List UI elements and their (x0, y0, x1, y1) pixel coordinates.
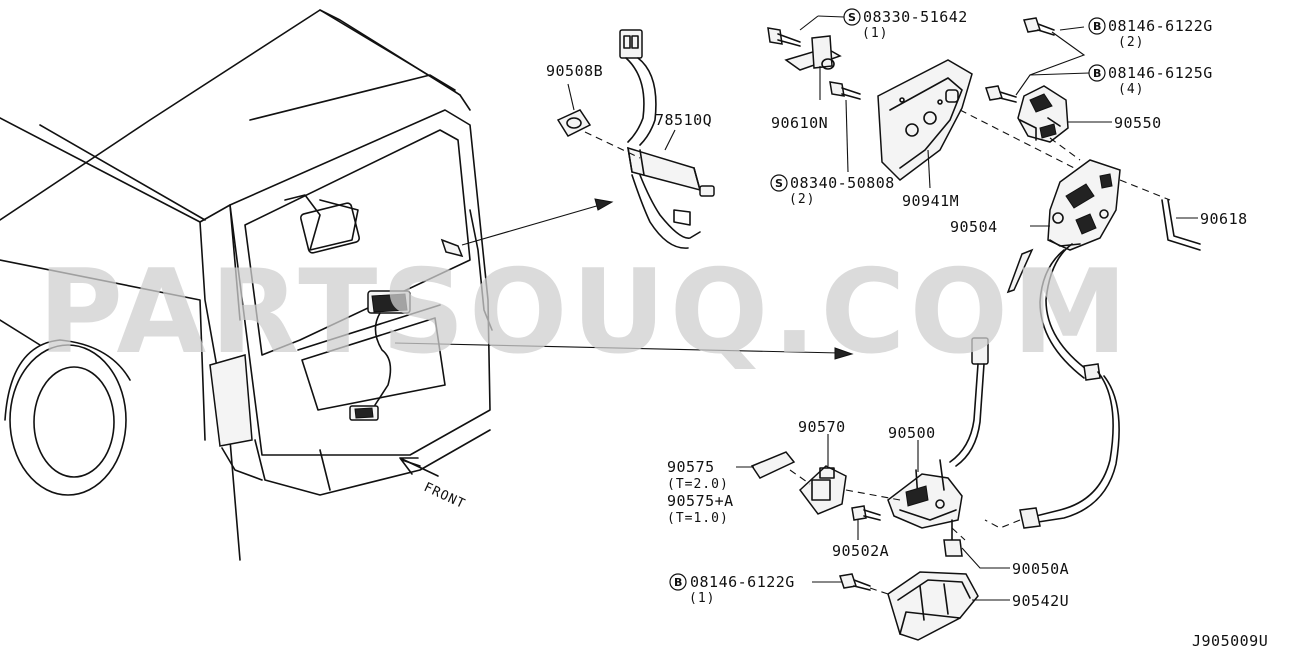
callout-bolt-b5: B 08146-6122G (1) (669, 573, 842, 606)
callout-bolt-b2: B 08146-6122G (2) (1088, 17, 1213, 50)
bolt-08146-6122G-bottom (839, 573, 871, 591)
handle-90500 (887, 459, 963, 529)
bolt-b5-number: 08146-6122G (690, 573, 795, 591)
latch-90504 (1006, 159, 1121, 294)
grommet-90508B (556, 109, 641, 159)
centerline-motor (1049, 137, 1081, 161)
callout-bolt-b4: S 08340-50808 (2) (770, 174, 895, 207)
callout-bolt-b3: B 08146-6125G (4) (1029, 64, 1213, 97)
label-90575A-thickness: (T=1.0) (667, 511, 729, 526)
bolt-b5-qty: (1) (689, 591, 715, 606)
bolt-b3-qty: (4) (1118, 82, 1144, 97)
diagram-code: J905009U (1192, 632, 1268, 650)
label-90504: 90504 (950, 218, 998, 236)
bolt-b2-qty: (2) (1118, 35, 1144, 50)
label-90618: 90618 (1200, 210, 1248, 228)
bolt-90502A (851, 505, 881, 521)
centerline-rod (1119, 179, 1171, 201)
label-90550: 90550 (1114, 114, 1162, 132)
front-label: FRONT (421, 480, 467, 512)
leader-08330 (799, 15, 819, 31)
bolt-08146-6125G (985, 85, 1017, 103)
leader-b2 (1059, 26, 1085, 31)
bolt-b5-prefix: B (674, 576, 682, 589)
bolt-b4-qty: (2) (789, 192, 815, 207)
bracket-90610N (784, 35, 842, 71)
front-direction-indicator: FRONT (399, 457, 468, 512)
bolt-b3-number: 08146-6125G (1108, 64, 1213, 82)
leader-b2-b3 (1015, 31, 1086, 96)
bolt-08340-50808 (829, 81, 861, 100)
bolt-b3-prefix: B (1093, 67, 1101, 80)
bolt-b4-prefix: S (775, 177, 783, 190)
leader-90508B (567, 83, 575, 111)
bolt-b2-number: 08146-6122G (1108, 17, 1213, 35)
leader-78510Q (664, 129, 676, 151)
bolt-b1-number: 08330-51642 (863, 8, 968, 26)
watermark: PARTSOUQ.COM (38, 245, 1132, 380)
label-90508B: 90508B (546, 62, 603, 80)
cable-assembly (984, 243, 1120, 529)
label-90610N: 90610N (771, 114, 828, 132)
label-90050A: 90050A (1012, 560, 1069, 578)
leader-90941M (927, 149, 931, 189)
label-90575: 90575 (667, 458, 715, 476)
label-90575-thickness: (T=2.0) (667, 477, 729, 492)
bolt-b2-prefix: B (1093, 20, 1101, 33)
label-90502A: 90502A (832, 542, 889, 560)
leader-08340 (845, 99, 849, 173)
cover-90542U (887, 571, 979, 641)
cover-90941M (877, 59, 973, 181)
switch-harness (949, 337, 989, 467)
label-90542U: 90542U (1012, 592, 1069, 610)
callout-bolt-b1: S 08330-51642 (1) (817, 8, 968, 41)
bolt-b1-qty: (1) (862, 26, 888, 41)
centerline-striker (845, 489, 901, 501)
bolt-b1-prefix: S (848, 11, 856, 24)
clip-90050A (943, 519, 966, 557)
label-90500: 90500 (888, 424, 936, 442)
callout-arrows (394, 198, 854, 360)
bolt-b4-number: 08340-50808 (790, 174, 895, 192)
label-90570: 90570 (798, 418, 846, 436)
centerline-cover (959, 109, 1091, 177)
label-90941M: 90941M (902, 192, 959, 210)
actuator-78510Q (619, 29, 715, 249)
bracket-90570 (798, 465, 847, 515)
label-90575A: 90575+A (667, 492, 734, 510)
bolt-08330-51642 (767, 27, 801, 47)
motor-90550 (1017, 85, 1069, 143)
label-78510Q: 78510Q (655, 111, 712, 129)
leader-90050A (961, 547, 1010, 569)
van-illustration (0, 9, 493, 561)
bolt-08146-6122G-top (1023, 17, 1055, 36)
rod-90618 (1161, 199, 1201, 251)
shim-90575 (750, 451, 811, 485)
